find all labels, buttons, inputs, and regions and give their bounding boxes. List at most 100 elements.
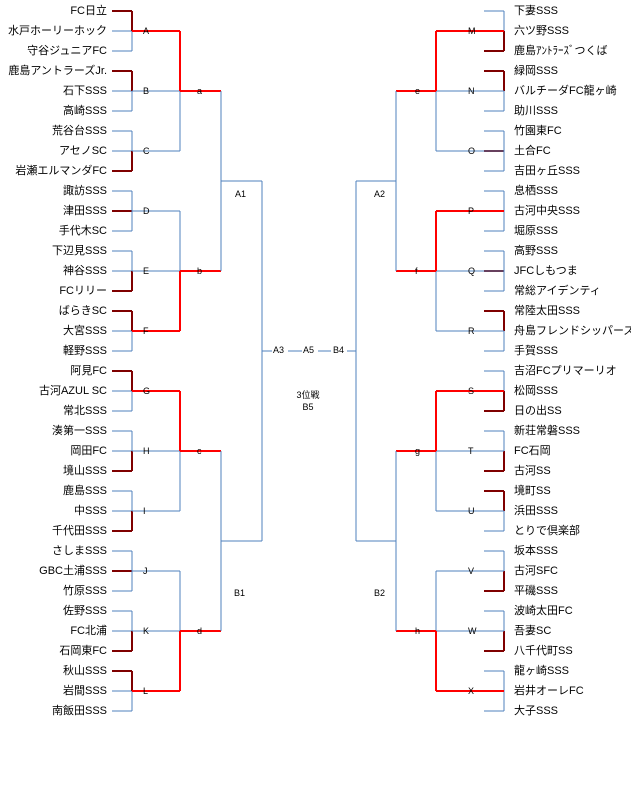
- team-d-1: 諏訪SSS: [62, 185, 107, 197]
- team-t-1: 新荘常磐SSS: [514, 425, 581, 437]
- final-label-a5: A5: [303, 345, 315, 355]
- group-label-m: M: [468, 26, 476, 36]
- team-v-1: 坂本SSS: [514, 545, 559, 557]
- team-g-1: 阿見FC: [70, 365, 107, 377]
- group-label-f: F: [143, 326, 149, 336]
- mid-label-h: h: [415, 626, 421, 636]
- mid-label-f: f: [415, 266, 418, 276]
- mid-label-g: g: [415, 446, 421, 456]
- team-p-2: 古河中央SSS: [514, 205, 581, 217]
- team-b-2: 石下SSS: [62, 85, 107, 97]
- group-label-p: P: [468, 206, 475, 216]
- team-l-2: 岩間SSS: [62, 685, 107, 697]
- team-q-2: JFCしもつま: [514, 265, 578, 277]
- team-d-3: 手代木SC: [58, 225, 107, 237]
- team-o-2: 土合FC: [514, 145, 551, 157]
- mid-label-a: a: [197, 86, 203, 96]
- team-f-1: ばらきSC: [58, 305, 107, 317]
- team-l-3: 南飯田SSS: [51, 705, 107, 717]
- team-k-2: FC北浦: [70, 625, 107, 637]
- team-b-1: 鹿島アントラーズJr.: [8, 65, 107, 77]
- group-label-e: E: [143, 266, 150, 276]
- team-h-3: 境山SSS: [62, 465, 107, 477]
- team-g-2: 古河AZUL SC: [38, 385, 107, 397]
- group-label-b: B: [143, 86, 150, 96]
- group-label-q: Q: [468, 266, 476, 276]
- team-u-1: 境町SS: [514, 485, 551, 497]
- team-a-1: FC日立: [70, 5, 107, 17]
- team-w-3: 八千代町SS: [514, 645, 573, 657]
- group-label-d: D: [143, 206, 150, 216]
- group-label-g: G: [143, 386, 151, 396]
- mid-label-e: e: [415, 86, 421, 96]
- team-e-2: 神谷SSS: [62, 265, 107, 277]
- team-r-2: 舟島フレンドシッパーズ: [514, 325, 631, 337]
- team-g-3: 常北SSS: [62, 405, 107, 417]
- team-d-2: 津田SSS: [62, 205, 107, 217]
- team-t-2: FC石岡: [514, 445, 551, 457]
- team-n-2: バルチーダFC龍ヶ崎: [514, 85, 617, 97]
- mid-label-d: d: [197, 626, 203, 636]
- team-c-3: 岩瀬エルマンダFC: [15, 165, 107, 177]
- team-f-3: 軽野SSS: [62, 345, 107, 357]
- team-w-1: 波崎太田FC: [514, 605, 573, 617]
- semi-label-b1: B1: [234, 588, 246, 598]
- semi-label-a2: A2: [374, 189, 386, 199]
- team-m-1: 下妻SSS: [514, 5, 559, 17]
- final-label-b4: B4: [333, 345, 345, 355]
- mid-label-c: c: [197, 446, 202, 456]
- team-s-2: 松岡SSS: [514, 385, 559, 397]
- team-a-2: 水戸ホーリーホック: [8, 25, 107, 37]
- third-place-title: 3位戦: [296, 390, 320, 400]
- group-label-c: C: [143, 146, 150, 156]
- group-label-r: R: [468, 326, 475, 336]
- team-v-3: 平磯SSS: [514, 585, 559, 597]
- team-k-3: 石岡東FC: [59, 645, 107, 657]
- team-e-3: FCリリー: [59, 285, 107, 297]
- team-l-1: 秋山SSS: [62, 665, 107, 677]
- team-j-3: 竹原SSS: [62, 585, 107, 597]
- team-j-2: GBC土浦SSS: [39, 565, 107, 577]
- team-m-3: 鹿島ｱﾝﾄﾗｰｽﾞつくば: [514, 45, 608, 57]
- team-t-3: 古河SS: [514, 465, 551, 477]
- group-label-t: T: [468, 446, 474, 456]
- team-x-3: 大子SSS: [514, 705, 559, 717]
- team-c-1: 荒谷台SSS: [51, 125, 107, 137]
- team-i-2: 中SSS: [73, 505, 107, 517]
- team-c-2: アセノSC: [58, 145, 107, 157]
- group-label-v: V: [468, 566, 475, 576]
- team-p-1: 息栖SSS: [514, 185, 559, 197]
- team-m-2: 六ツ野SSS: [514, 25, 570, 37]
- team-i-3: 千代田SSS: [51, 525, 107, 537]
- group-label-u: U: [468, 506, 475, 516]
- team-u-3: とりで倶楽部: [514, 525, 580, 537]
- team-i-1: 鹿島SSS: [62, 485, 107, 497]
- team-n-3: 助川SSS: [514, 105, 559, 117]
- team-r-3: 手賀SSS: [514, 345, 559, 357]
- team-e-1: 下辺見SSS: [51, 245, 107, 257]
- semi-label-a1: A1: [235, 189, 247, 199]
- third-place-match: 3位戦 B5: [283, 389, 333, 413]
- group-label-o: O: [468, 146, 476, 156]
- team-v-2: 古河SFC: [514, 565, 558, 577]
- team-b-3: 高崎SSS: [62, 105, 107, 117]
- group-label-k: K: [143, 626, 150, 636]
- team-x-2: 岩井オーレFC: [514, 685, 584, 697]
- team-o-3: 吉田ヶ丘SSS: [514, 165, 581, 177]
- team-q-1: 高野SSS: [514, 245, 559, 257]
- team-k-1: 佐野SSS: [62, 605, 107, 617]
- group-label-l: L: [143, 686, 149, 696]
- third-place-code: B5: [302, 402, 314, 412]
- team-w-2: 吾妻SC: [514, 625, 552, 637]
- group-label-i: I: [143, 506, 146, 516]
- team-s-1: 吉沼FCプリマーリオ: [514, 365, 617, 377]
- team-u-2: 浜田SSS: [514, 505, 559, 517]
- team-s-3: 日の出SS: [514, 405, 562, 417]
- team-p-3: 堀原SSS: [514, 225, 559, 237]
- team-r-1: 常陸太田SSS: [514, 305, 581, 317]
- group-label-a: A: [143, 26, 150, 36]
- team-o-1: 竹園東FC: [514, 125, 562, 137]
- final-label-a3: A3: [273, 345, 285, 355]
